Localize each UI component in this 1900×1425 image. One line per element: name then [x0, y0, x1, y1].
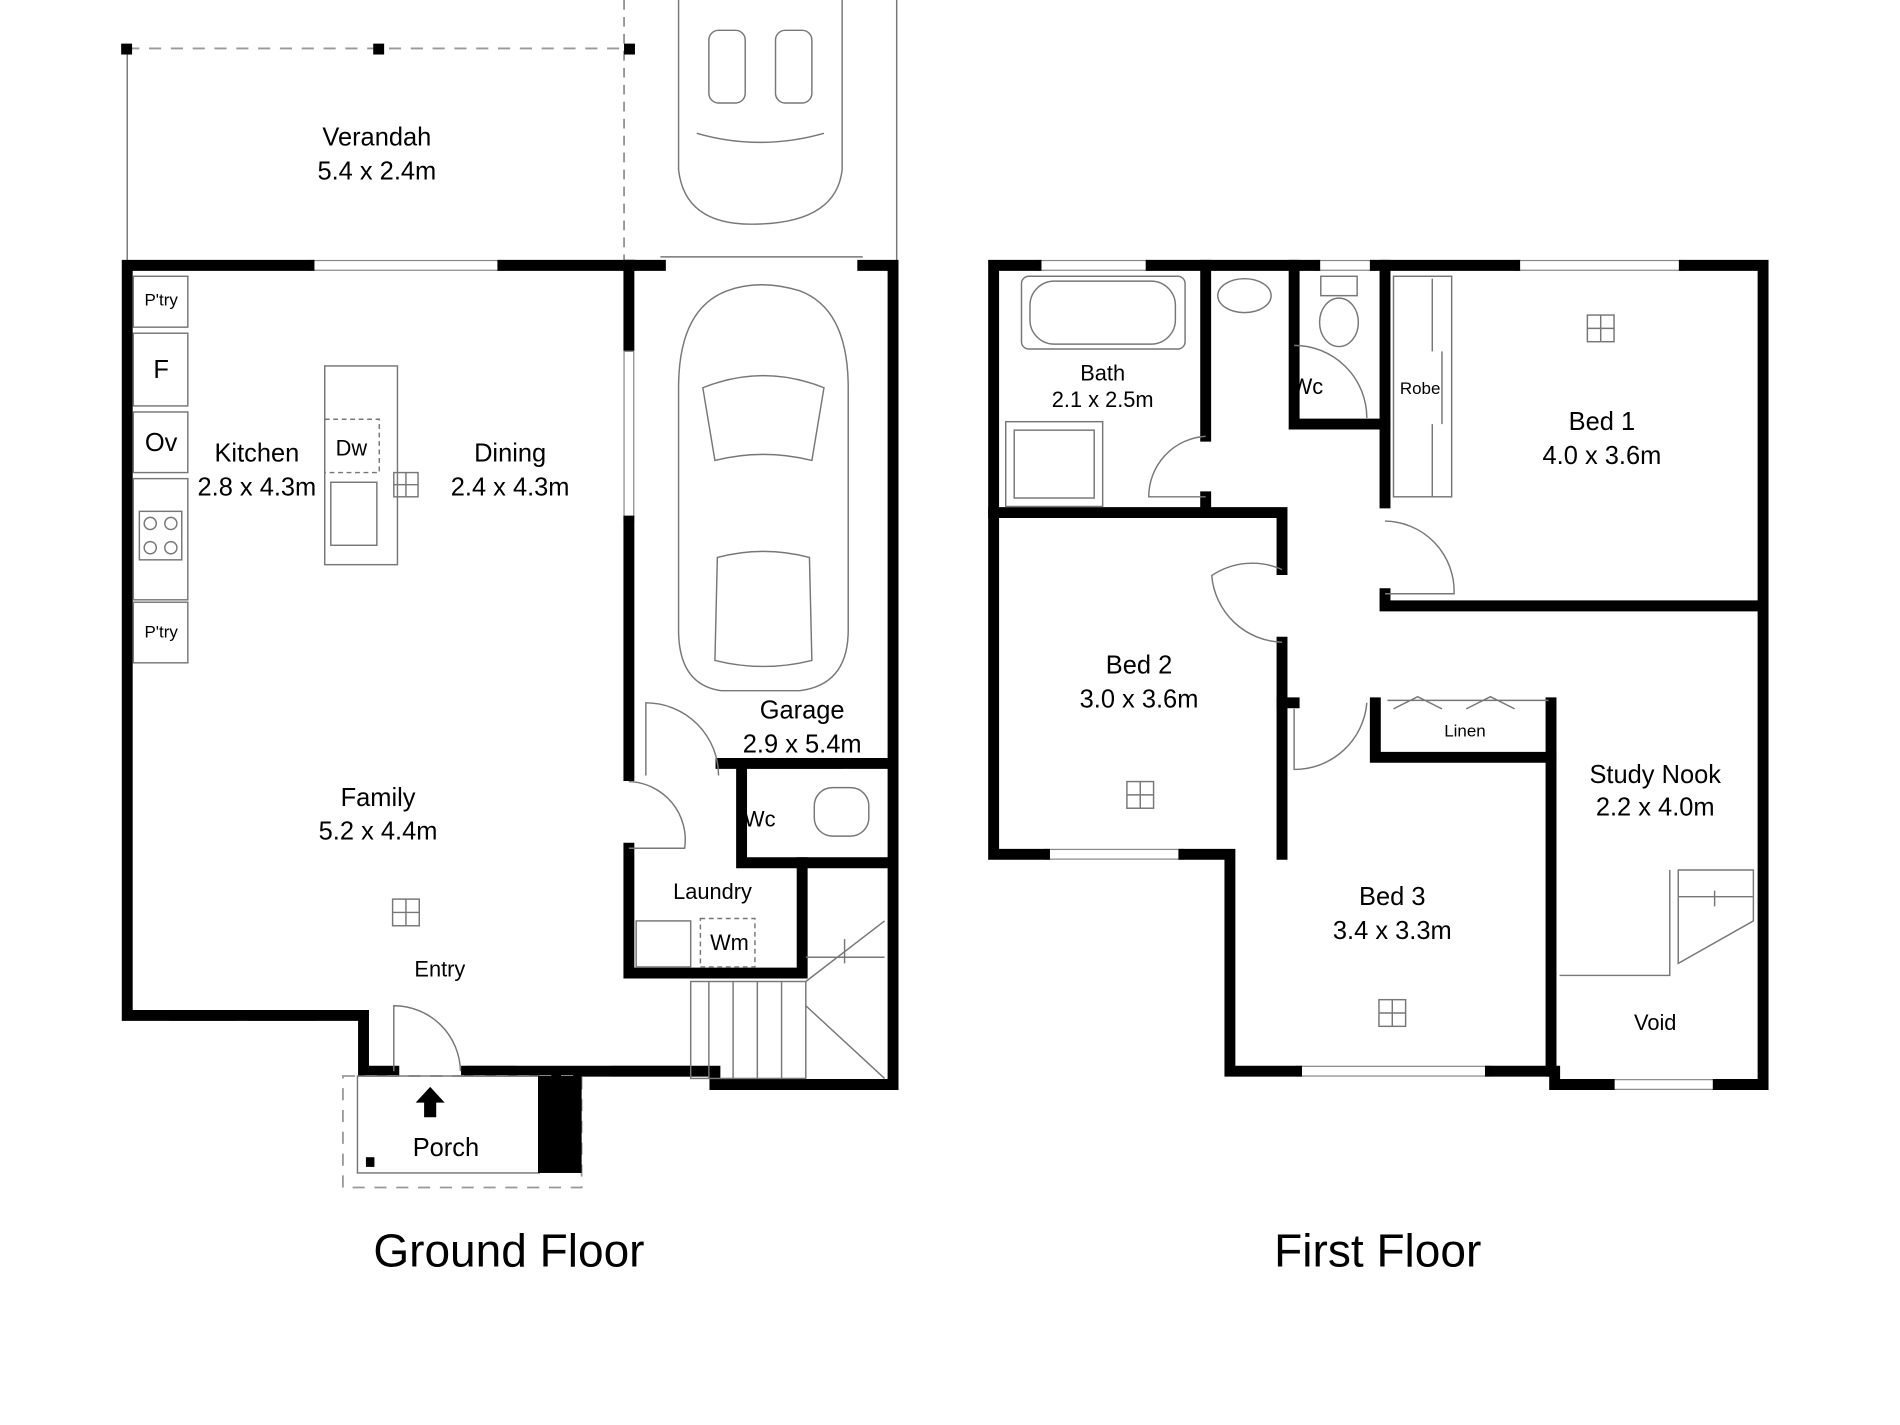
fixture-label: Dw	[336, 436, 368, 461]
stairs	[689, 920, 886, 1080]
kitchen-fixtures	[132, 275, 870, 968]
walls	[121, 259, 899, 1090]
floor-title: First Floor	[1274, 1224, 1481, 1276]
room-name: Study Nook	[1589, 761, 1721, 789]
fixture-label: P'try	[144, 622, 178, 641]
fixture-label: P'try	[144, 290, 178, 309]
bath-door[interactable]	[1147, 435, 1206, 498]
garage-door[interactable]	[645, 702, 720, 776]
room-name: Wc	[1292, 374, 1324, 399]
first-floor-plan: Bath 2.1 x 2.5m Wc Robe Bed 1 4.0 x 3.6m…	[988, 259, 1769, 1276]
room-name: Linen	[1444, 722, 1485, 741]
room-name: Garage	[760, 697, 845, 725]
room-size: 3.0 x 3.6m	[1080, 686, 1199, 714]
room-size: 5.4 x 2.4m	[317, 157, 436, 185]
window	[1043, 848, 1185, 860]
room-size: 2.2 x 4.0m	[1596, 793, 1715, 821]
fixture-label: F	[153, 356, 169, 384]
walls	[988, 259, 1769, 1090]
room-name: Wc	[744, 806, 776, 831]
window	[308, 259, 504, 271]
fixture-label: Ov	[145, 429, 178, 457]
entry-arrow-icon	[415, 1086, 445, 1118]
room-name: Verandah	[322, 123, 431, 151]
room-name: Robe	[1400, 379, 1441, 398]
entry-door[interactable]	[393, 1005, 462, 1072]
room-name: Family	[341, 784, 416, 812]
bed2-door[interactable]	[1210, 562, 1283, 643]
room-size: 4.0 x 3.6m	[1543, 442, 1662, 470]
floor-title: Ground Floor	[373, 1224, 644, 1276]
room-size: 3.4 x 3.3m	[1333, 917, 1452, 945]
room-name: Dining	[474, 440, 546, 468]
first-floor-fixtures	[1005, 275, 1755, 1028]
room-size: 2.1 x 2.5m	[1052, 387, 1154, 412]
room-name: Bath	[1080, 360, 1125, 385]
room-size: 2.8 x 4.3m	[197, 474, 316, 502]
room-size: 2.9 x 5.4m	[743, 730, 862, 758]
room-name: Bed 2	[1106, 652, 1172, 680]
window	[1314, 259, 1376, 271]
verandah-outline	[121, 0, 898, 261]
window	[1514, 259, 1685, 271]
room-name: Bed 3	[1359, 883, 1425, 911]
wc-door[interactable]	[1294, 344, 1368, 419]
room-name: Entry	[414, 957, 465, 982]
window	[623, 350, 635, 522]
window	[1035, 259, 1152, 271]
car-icon	[677, 284, 849, 692]
ground-floor-plan: P'try F Ov P'try Dw Wm Verandah 5.4 x 2.…	[121, 0, 899, 1276]
room-size: 2.4 x 4.3m	[451, 474, 570, 502]
room-size: 5.2 x 4.4m	[319, 818, 438, 846]
bed1-door[interactable]	[1385, 520, 1455, 595]
room-name: Void	[1634, 1010, 1676, 1035]
room-name: Laundry	[673, 879, 752, 904]
window	[1608, 1079, 1719, 1090]
fixture-label: Wm	[710, 930, 749, 955]
room-name: Kitchen	[214, 440, 299, 468]
bed3-door[interactable]	[1293, 702, 1368, 771]
room-name: Bed 1	[1569, 408, 1635, 436]
room-name: Porch	[413, 1134, 479, 1162]
porch-outline	[342, 1075, 583, 1189]
laundry-door[interactable]	[628, 780, 686, 849]
car-icon	[677, 0, 843, 225]
window	[1295, 1065, 1492, 1077]
